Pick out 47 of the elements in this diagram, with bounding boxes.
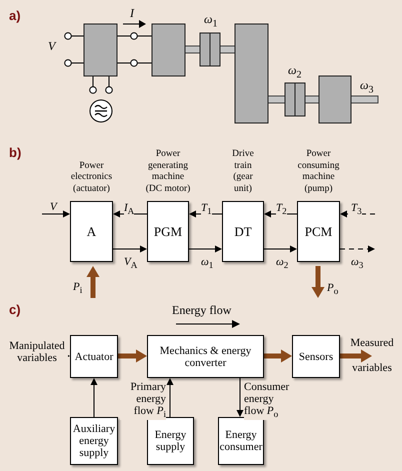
arrow	[264, 246, 297, 252]
thick-arrow	[312, 266, 324, 298]
arrow	[42, 210, 70, 218]
speed-label: ω$_{1}$	[204, 13, 218, 30]
panel-label: b)	[9, 145, 22, 160]
edge-label: T$_{1}$	[201, 202, 212, 218]
block: A	[70, 201, 113, 262]
edge-label: P$_{o}$	[327, 282, 338, 298]
block: PGM	[147, 201, 189, 262]
arrow	[236, 378, 244, 417]
edge-label: V	[50, 201, 57, 213]
block: Sensors	[292, 335, 340, 378]
block: Mechanics & energy converter	[147, 335, 264, 378]
thick-arrow	[264, 350, 292, 362]
arrow	[90, 378, 98, 418]
speed-label: ω$_{2}$	[288, 64, 302, 82]
current-label: I	[130, 7, 134, 20]
block: Energy consumer	[218, 417, 264, 465]
block: Auxiliary energy supply	[70, 417, 118, 465]
arrow	[188, 246, 222, 252]
edge-label: T$_{2}$	[276, 202, 287, 218]
arrow	[112, 246, 147, 252]
dashed-arrow	[340, 210, 376, 218]
block: DT	[222, 201, 264, 262]
block-heading: Power consuming machine (pump)	[296, 149, 340, 195]
voltage-label: V	[48, 40, 56, 53]
arrow	[166, 378, 174, 418]
arrow	[189, 210, 222, 218]
thick-arrow	[118, 350, 147, 362]
block: PCM	[297, 201, 340, 262]
dashed-arrow	[340, 246, 375, 252]
energy-flow-label: Energy flow	[172, 304, 232, 317]
block-heading: Drive train (gear unit)	[231, 149, 255, 195]
speed-label: ω$_{3}$	[360, 79, 374, 96]
block: Energy supply	[147, 417, 194, 465]
block: Actuator	[70, 335, 118, 378]
thick-arrow	[340, 350, 372, 362]
block-heading: Power electronics (actuator)	[70, 160, 114, 195]
block-heading: Power generating machine (DC motor)	[144, 149, 192, 195]
edge-label: T$_{3}$	[351, 202, 362, 218]
edge-label: Measured variables	[349, 336, 395, 376]
edge-label: I$_{A}$	[124, 202, 134, 218]
arrow	[264, 210, 298, 218]
thick-arrow	[86, 266, 100, 298]
panel-label: c)	[9, 302, 21, 317]
panel-label: a)	[9, 8, 21, 23]
arrow	[113, 210, 148, 218]
